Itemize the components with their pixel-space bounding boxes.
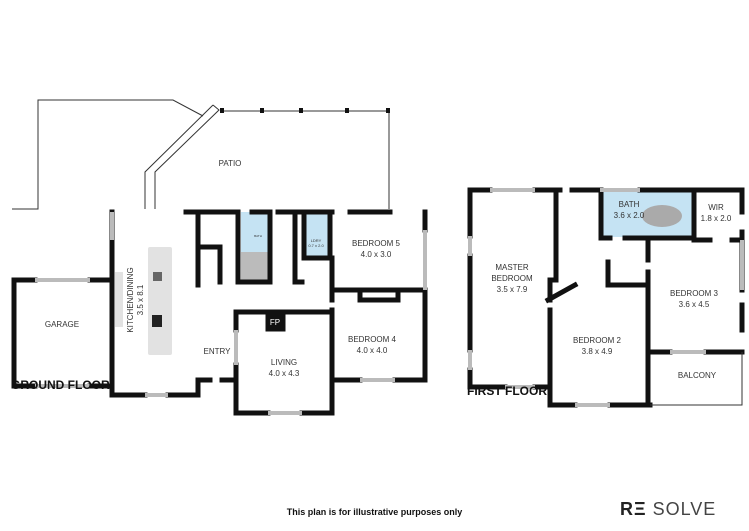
garage-label: GARAGE bbox=[45, 320, 79, 329]
laundry-area bbox=[306, 212, 328, 257]
entry-label: ENTRY bbox=[204, 347, 232, 356]
patio-outline bbox=[12, 99, 390, 210]
first-floor-title: FIRST FLOOR bbox=[467, 384, 547, 398]
bath-label: BATH bbox=[619, 200, 640, 209]
living-size: 4.0 x 4.3 bbox=[269, 369, 300, 378]
patio-label: PATIO bbox=[219, 159, 242, 168]
kitchen-size: 3.5 x 8.1 bbox=[136, 284, 145, 315]
cooktop-icon bbox=[152, 315, 162, 327]
bedroom5-size: 4.0 x 3.0 bbox=[361, 250, 392, 259]
bath-size: 3.6 x 2.0 bbox=[614, 211, 645, 220]
bedroom5-label: BEDROOM 5 bbox=[352, 239, 401, 248]
balcony-rail bbox=[650, 352, 743, 406]
resolve-logo: RΞ SOLVE bbox=[620, 499, 716, 520]
laundry-size: 0.7 x 2.0 bbox=[308, 243, 324, 248]
logo-mark: RΞ bbox=[620, 499, 647, 519]
bedroom2-label: BEDROOM 2 bbox=[573, 336, 622, 345]
first-windows bbox=[468, 188, 744, 407]
kitchen-island bbox=[148, 247, 172, 355]
bedroom3-size: 3.6 x 4.5 bbox=[679, 300, 710, 309]
bedroom4-label: BEDROOM 4 bbox=[348, 335, 397, 344]
master-size: 3.5 x 7.9 bbox=[497, 285, 528, 294]
ground-bath-label: BATH bbox=[254, 234, 262, 238]
ground-bath-area bbox=[241, 212, 269, 252]
disclaimer: This plan is for illustrative purposes o… bbox=[286, 507, 463, 517]
kitchen-bench bbox=[115, 272, 123, 327]
kitchen-label: KITCHEN/DINING bbox=[126, 267, 135, 332]
living-label: LIVING bbox=[271, 358, 297, 367]
logo-text: SOLVE bbox=[652, 499, 717, 519]
bedroom3-label: BEDROOM 3 bbox=[670, 289, 719, 298]
ground-floor-title: GROUND FLOOR bbox=[11, 378, 110, 392]
master-label-2: BEDROOM bbox=[491, 274, 533, 283]
bedroom2-size: 3.8 x 4.9 bbox=[582, 347, 613, 356]
wir-label: WIR bbox=[708, 203, 724, 212]
laundry-label: LDRY bbox=[311, 238, 322, 243]
ground-floor-walls bbox=[11, 209, 428, 416]
bathtub bbox=[642, 205, 682, 227]
sink-icon bbox=[153, 272, 162, 281]
balcony-label: BALCONY bbox=[678, 371, 717, 380]
master-label-1: MASTER bbox=[495, 263, 529, 272]
wir-size: 1.8 x 2.0 bbox=[701, 214, 732, 223]
ground-windows bbox=[35, 212, 427, 415]
bedroom4-size: 4.0 x 4.0 bbox=[357, 346, 388, 355]
fireplace-label: FP bbox=[270, 318, 280, 327]
ground-shower bbox=[241, 252, 269, 280]
